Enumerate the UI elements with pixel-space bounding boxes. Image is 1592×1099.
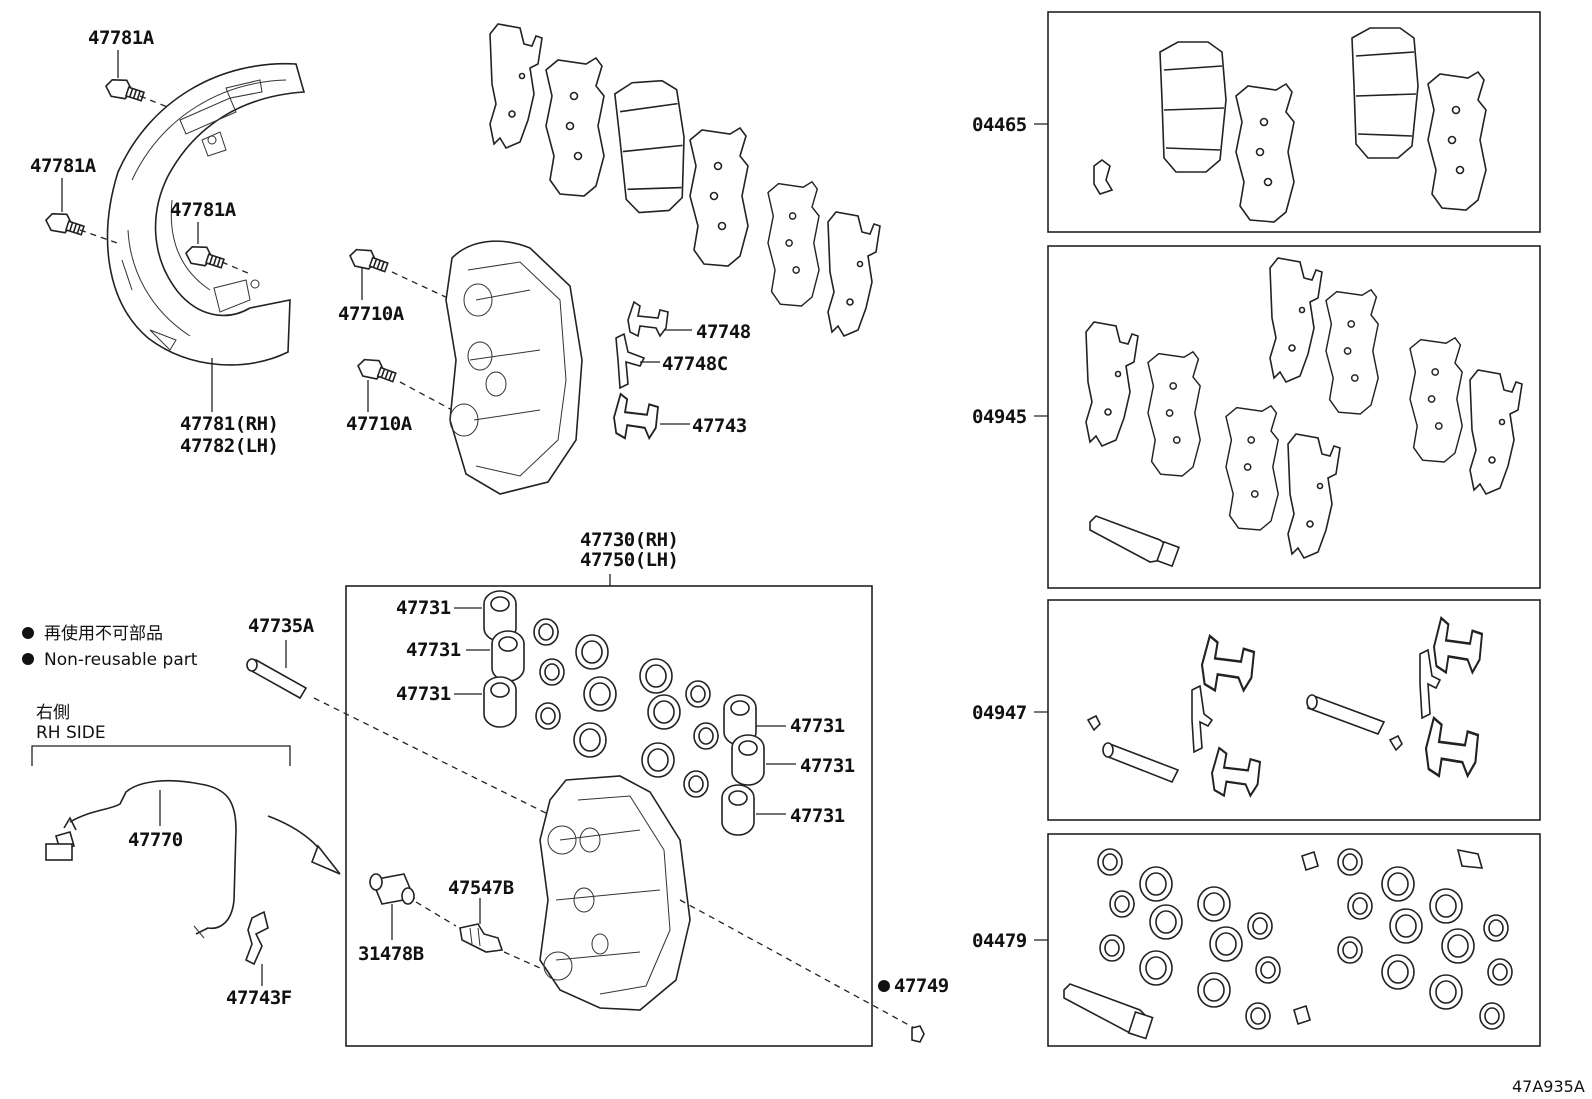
top-shim-1 (489, 23, 543, 149)
label-piston-2: 47731 (406, 639, 461, 661)
piston-6-drawing (721, 784, 755, 836)
label-piston-5: 47731 (800, 755, 855, 777)
mounting-bolt-2-drawing (354, 353, 399, 388)
legend-jp: 再使用不可部品 (44, 623, 163, 644)
clip-47748-drawing (627, 301, 669, 337)
label-retainer: 47749 (894, 975, 949, 997)
retainer-drawing (911, 1025, 925, 1043)
caliper-body-drawing (539, 775, 691, 1011)
kit-shims-box (1047, 245, 1541, 589)
label-clip-47748: 47748 (696, 321, 751, 343)
kit-pads-contents (1093, 27, 1487, 223)
label-dust-bolt-mid: 47781A (170, 199, 237, 221)
label-piston-6: 47731 (790, 805, 845, 827)
label-dust-cover-lh: 47782(LH) (180, 435, 278, 457)
side-label-jp: 右側 (36, 703, 70, 723)
clip-47743-drawing (612, 392, 660, 440)
label-piston-4: 47731 (790, 715, 845, 737)
label-kit-pads: 04465 (972, 114, 1027, 136)
bushing-drawing (369, 873, 416, 905)
diagram-id: 47A935A (1512, 1077, 1585, 1096)
top-shim-2 (545, 57, 605, 197)
sensor-clip-drawing (244, 910, 269, 966)
label-dust-bolt-left: 47781A (30, 155, 97, 177)
bleeder-drawing (459, 923, 504, 953)
clip-47748c-drawing (615, 332, 646, 390)
label-kit-shims: 04945 (972, 406, 1027, 428)
wear-sensor-drawing (45, 779, 237, 939)
top-shim-4 (827, 211, 881, 337)
caliper-upper-drawing (445, 240, 583, 495)
dust-cover-bolt-left (42, 207, 87, 241)
label-caliper-lh: 47750(LH) (580, 549, 678, 571)
piston-2-drawing (491, 630, 525, 682)
label-pin: 47735A (248, 615, 315, 637)
guide-pin-drawing (246, 658, 308, 700)
kit-seals-contents (1063, 848, 1513, 1040)
legend-en: Non-reusable part (44, 650, 198, 670)
label-bushing: 31478B (358, 943, 424, 965)
kit-pads-box (1047, 11, 1541, 233)
label-kit-fitting: 04947 (972, 702, 1027, 724)
label-dust-bolt-top: 47781A (88, 27, 155, 49)
piston-5-drawing (731, 734, 765, 786)
label-bleeder: 47547B (448, 877, 514, 899)
dust-cover-bolt-mid (182, 240, 227, 274)
top-pad (613, 78, 690, 215)
caliper-seals (533, 618, 719, 798)
label-mount-bolt-1: 47710A (338, 303, 405, 325)
kit-shims-contents (1085, 257, 1523, 568)
dust-cover-bolt-top (102, 73, 147, 107)
label-clip-47748c: 47748C (662, 353, 728, 375)
top-backplate (689, 127, 749, 267)
label-piston-1: 47731 (396, 597, 451, 619)
label-mount-bolt-2: 47710A (346, 413, 413, 435)
label-clip-47743: 47743 (692, 415, 747, 437)
top-shim-3 (767, 181, 820, 307)
label-sensor: 47770 (128, 829, 183, 851)
dust-cover-drawing (106, 62, 306, 366)
label-sensor-clip: 47743F (226, 987, 292, 1009)
side-label-en: RH SIDE (36, 723, 106, 743)
piston-3-drawing (483, 676, 517, 728)
label-piston-3: 47731 (396, 683, 451, 705)
mounting-bolt-1-drawing (346, 243, 391, 278)
caliper-assembly-box (345, 585, 873, 1047)
kit-fitting-contents (1086, 616, 1484, 797)
label-dust-cover-rh: 47781(RH) (180, 413, 278, 435)
label-caliper-rh: 47730(RH) (580, 529, 678, 551)
kit-fitting-box (1047, 599, 1541, 821)
label-kit-seals: 04479 (972, 930, 1027, 952)
